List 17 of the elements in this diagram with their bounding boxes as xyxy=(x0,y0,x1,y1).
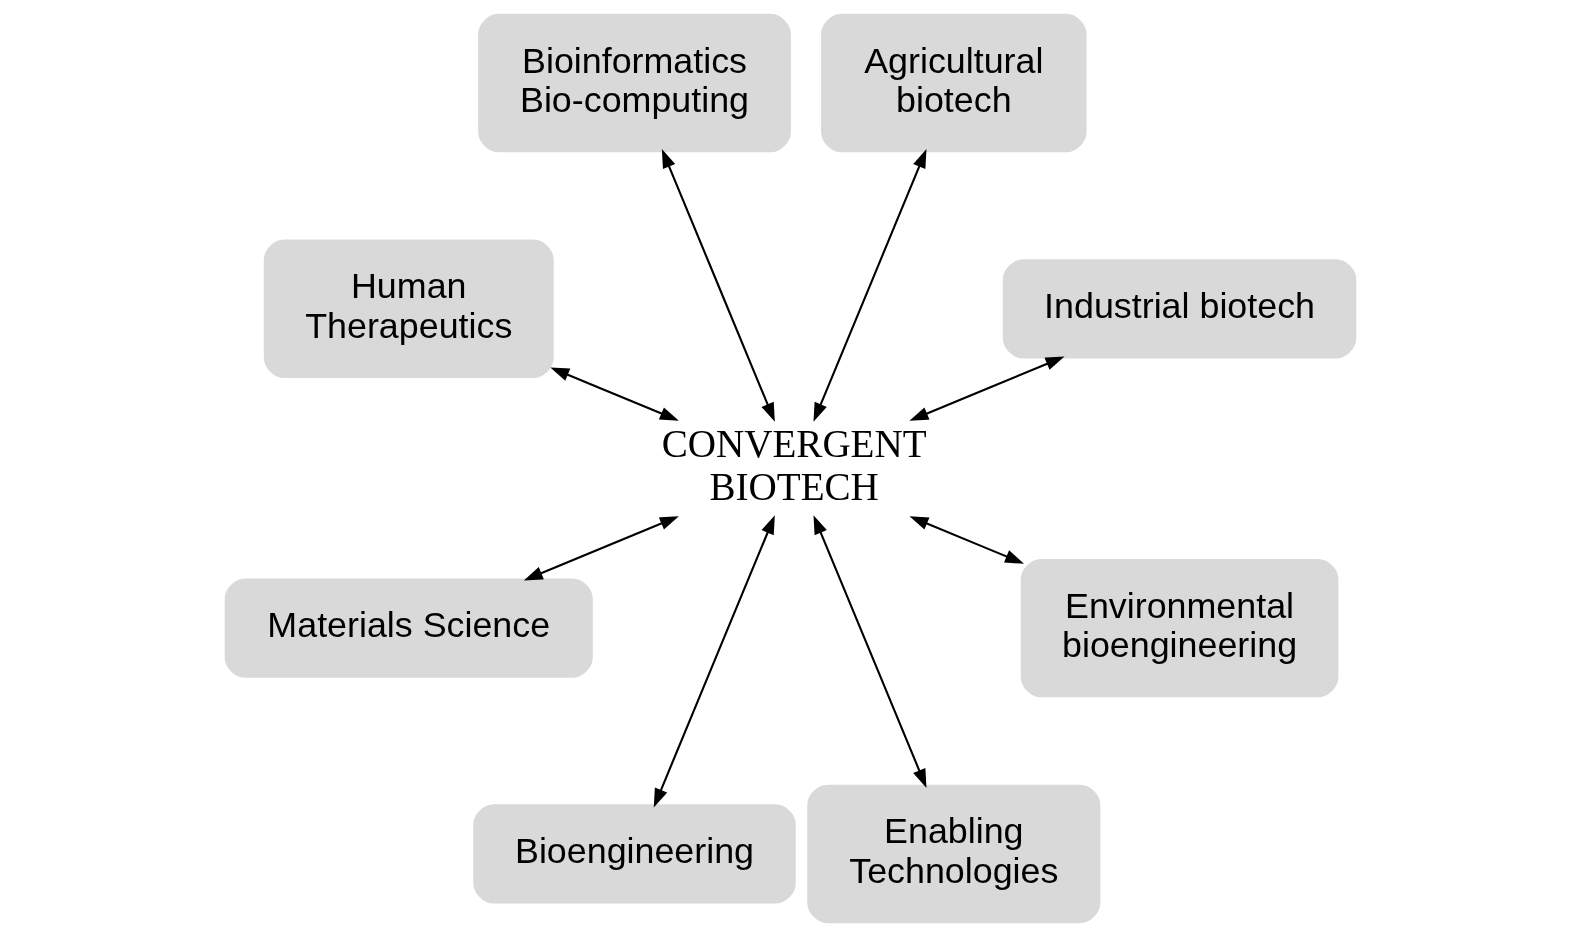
arrow xyxy=(909,516,1025,564)
node-box: Enabling Technologies xyxy=(807,784,1101,924)
arrow xyxy=(661,149,775,422)
node-box: Industrial biotech xyxy=(1002,259,1357,359)
node-box: Bioengineering xyxy=(473,804,796,904)
arrow xyxy=(813,149,927,422)
node-box: Agricultural biotech xyxy=(821,13,1087,153)
node-box: Human Therapeutics xyxy=(263,239,554,379)
arrow xyxy=(550,367,679,421)
node-box: Materials Science xyxy=(224,578,593,678)
node-box: Environmental bioengineering xyxy=(1020,558,1339,698)
arrow xyxy=(909,356,1065,421)
node-text: CONVERGENT BIOTECH xyxy=(661,422,927,508)
arrow xyxy=(653,515,775,808)
node-box: Bioinformatics Bio-computing xyxy=(478,13,791,153)
arrow xyxy=(523,516,679,581)
arrow xyxy=(813,515,927,788)
